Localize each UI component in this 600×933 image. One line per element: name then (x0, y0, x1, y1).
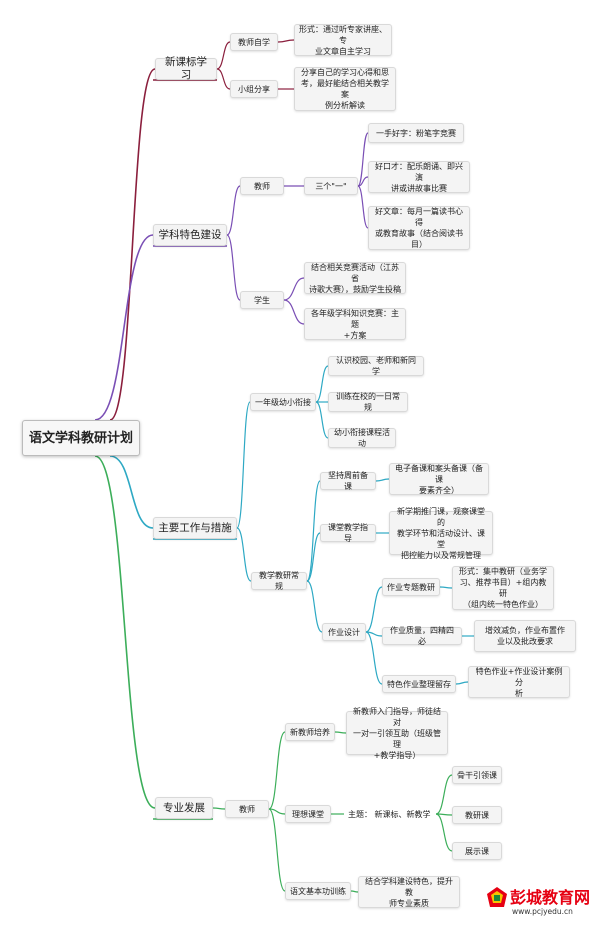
connector-line (365, 631, 383, 637)
connector-line (435, 813, 453, 852)
connector-line (216, 68, 231, 90)
connector-line (306, 580, 323, 633)
node-features-student: 学生 (240, 291, 284, 309)
connector-line (109, 68, 156, 421)
node-new-teacher-detail: 新教师入门指导，师徒结对 一对一引领互助（班级管理 +教学指导） (346, 707, 448, 760)
node-know-campus: 认识校园、老师和新同学 (328, 356, 424, 376)
connector-line (277, 39, 295, 43)
node-three-ones: 三个"一" (304, 177, 358, 195)
connector-line (268, 731, 286, 810)
connector-line (306, 480, 321, 582)
connector-line (334, 731, 347, 734)
node-student-competition: 结合相关竞赛活动（江苏省 诗歌大赛），鼓励学生投稿 (304, 262, 406, 294)
connector-line (439, 586, 453, 589)
node-features-teacher: 教师 (240, 177, 284, 195)
connector-line (94, 455, 156, 809)
node-group-share: 小组分享 (230, 80, 278, 98)
connector-line (306, 532, 321, 582)
node-homework-topic-research: 作业专题教研 (382, 578, 440, 596)
connector-line (315, 401, 329, 439)
node-homework-archive: 特色作业整理留存 (382, 675, 456, 693)
node-showcase-lesson: 展示课 (452, 842, 502, 860)
connector-line (365, 586, 383, 633)
node-homework-topic-detail: 形式：集中教研（业务学 习、推荐书目）+组内教研 （组内统一特色作业） (452, 566, 554, 610)
site-name: 彭城教育网 (510, 888, 591, 907)
node-teacher-self-study: 教师自学 (230, 33, 278, 51)
connector-line (236, 401, 251, 529)
connector-line (350, 890, 359, 893)
connector-line (283, 299, 305, 325)
connector-line (455, 681, 469, 685)
branch-professional-development: 专业发展 (155, 797, 213, 819)
node-good-writing: 好文章：每月一篇读书心得 或教育故事（结合阅读书 目） (368, 206, 470, 250)
connector-line (212, 807, 226, 810)
connector-line (268, 808, 286, 892)
node-ideal-classroom: 理想课堂 (285, 805, 331, 823)
connector-line (226, 234, 241, 301)
connector-line (375, 478, 390, 482)
connector-line (283, 277, 305, 301)
node-weekly-prep-detail: 电子备课和案头备课（备课 要素齐全） (389, 463, 489, 495)
site-logo-icon (487, 887, 507, 907)
node-transition-activities: 幼小衔接课程活动 (328, 428, 396, 448)
node-self-study-detail: 形式：通过听专家讲座、专 业文章自主学习 (294, 24, 392, 56)
node-kindergarten-transition: 一年级幼小衔接 (250, 393, 316, 411)
connector-line (357, 132, 369, 187)
connector-line (357, 185, 369, 229)
branch-subject-features: 学科特色建设 (153, 224, 227, 246)
node-teaching-routine: 教学教研常规 (251, 571, 307, 591)
connector-line (315, 365, 329, 403)
node-backbone-lesson: 骨干引领课 (452, 766, 502, 784)
node-homework-quality: 作业质量，四精四必 (382, 626, 462, 646)
node-grade-knowledge-contest: 各年级学科知识竞赛：主题 +方案 (304, 308, 406, 340)
node-new-teacher-training: 新教师培养 (285, 723, 335, 741)
connector-line (435, 774, 453, 815)
node-basic-skills-detail: 结合学科建设特色，提升教 师专业素质 (358, 876, 460, 908)
node-development-teacher: 教师 (225, 800, 269, 818)
site-watermark: 彭城教育网 www.pcjyedu.cn (486, 882, 594, 926)
connector-line (268, 808, 286, 815)
node-daily-routine: 训练在校的一日常规 (328, 392, 408, 412)
connector-line (365, 631, 383, 685)
connector-line (226, 185, 241, 236)
connector-line (109, 455, 154, 529)
node-good-handwriting: 一手好字：粉笔字竞赛 (368, 123, 464, 143)
branch-curriculum-study: 新课标学习 (155, 56, 217, 81)
node-homework-quality-detail: 增效减负，作业布置作 业以及批改要求 (474, 620, 576, 652)
node-homework-design: 作业设计 (322, 623, 366, 641)
node-good-eloquence: 好口才：配乐朗诵、即兴演 讲或讲故事比赛 (368, 161, 470, 193)
node-classroom-guidance: 课堂教学指导 (320, 523, 376, 543)
connector-line (236, 527, 252, 582)
connector-line (94, 234, 154, 421)
node-homework-archive-detail: 特色作业+作业设计案例分 析 (468, 666, 570, 698)
node-weekly-prep: 坚持周前备课 (320, 471, 376, 491)
branch-main-work: 主要工作与措施 (153, 517, 237, 539)
site-url: www.pcjyedu.cn (512, 907, 573, 916)
root-topic: 语文学科教研计划 (22, 420, 140, 456)
connector-line (357, 176, 369, 187)
node-research-lesson: 教研课 (452, 806, 502, 824)
node-group-share-detail: 分享自己的学习心得和思 考，最好能结合相关教学案 例分析解读 (294, 67, 396, 111)
connector-line (216, 41, 231, 70)
node-ideal-classroom-theme: 主题： 新课标、新教学 (348, 809, 431, 819)
node-classroom-guidance-detail: 新学期推门课，观察课堂的 教学环节和活动设计、课堂 把控能力以及常规管理 (389, 507, 493, 560)
node-basic-skills-training: 语文基本功训练 (285, 882, 351, 900)
